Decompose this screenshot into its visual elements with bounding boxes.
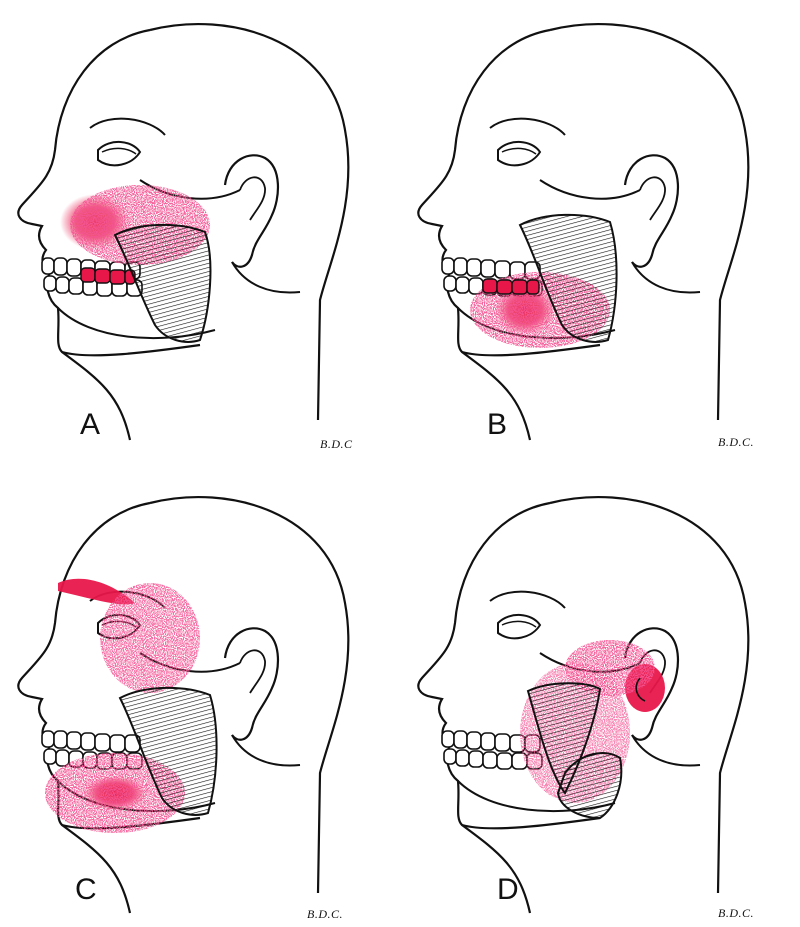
head-profile-a [17, 22, 350, 442]
panel-label-b: B [487, 408, 508, 441]
artist-signature-b: B.D.C. [718, 435, 754, 449]
head-profile-d [417, 495, 750, 915]
panel-label-c: C [75, 873, 97, 906]
artist-signature-d: B.D.C. [718, 906, 754, 920]
head-profile-c [17, 495, 350, 915]
panel-label-a: A [80, 408, 101, 441]
panel-label-d: D [497, 873, 519, 906]
panel-d: D B.D.C. [400, 463, 800, 927]
panel-b: B B.D.C. [400, 0, 800, 463]
artist-signature-a: B.D.C [320, 437, 353, 451]
head-profile-b [417, 22, 750, 442]
panel-c: C B.D.C. [0, 463, 400, 927]
panel-a: A B.D.C [0, 0, 400, 463]
artist-signature-c: B.D.C. [307, 907, 343, 921]
